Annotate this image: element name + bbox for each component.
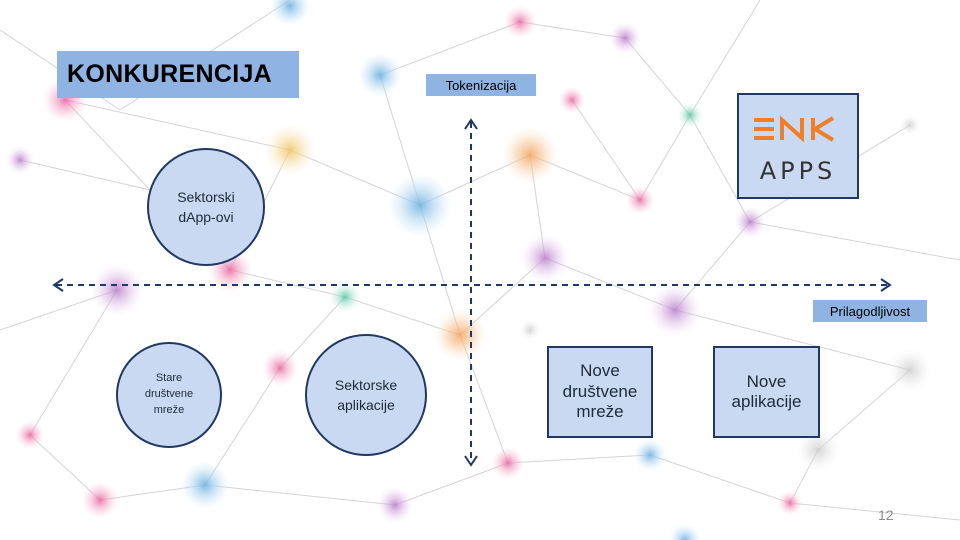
vertical-axis-arrow-up bbox=[464, 118, 478, 130]
nove-aplikacije-box: Nove aplikacije bbox=[713, 346, 820, 438]
nove-mreze-box: Nove društvene mreže bbox=[547, 346, 653, 438]
item-text-line: dApp-ovi bbox=[178, 209, 234, 225]
sektorski-dapp-circle: Sektorski dApp-ovi bbox=[147, 148, 265, 266]
horizontal-axis-arrow-right bbox=[880, 278, 892, 292]
horizontal-axis-arrow-left bbox=[52, 278, 64, 292]
stare-mreze-circle: Stare društvene mreže bbox=[116, 342, 222, 448]
slide-title: KONKURENCIJA bbox=[67, 60, 273, 88]
logo-bottom-text: APPS bbox=[759, 157, 837, 185]
sektorske-aplikacije-circle: Sektorske aplikacije bbox=[305, 334, 427, 456]
item-text-line: Nove bbox=[580, 361, 620, 381]
vertical-axis-label: Tokenizacija bbox=[426, 74, 536, 96]
vertical-axis-arrow-down bbox=[464, 455, 478, 467]
item-text-line: Sektorski bbox=[177, 188, 235, 205]
page-number: 12 bbox=[878, 507, 894, 523]
item-text-line: aplikacije bbox=[731, 392, 802, 411]
horizontal-axis-label: Prilagodljivost bbox=[813, 300, 927, 322]
item-text-line: aplikacije bbox=[337, 397, 395, 413]
title-banner: KONKURENCIJA bbox=[57, 51, 299, 98]
enk-logo-mark bbox=[754, 115, 835, 143]
item-text-line: Nove bbox=[746, 371, 787, 391]
item-text-line: društvene bbox=[562, 381, 638, 401]
item-text-line: Stare bbox=[155, 372, 183, 385]
item-text-line: društvene bbox=[144, 388, 194, 401]
enk-apps-logo: APPS bbox=[737, 93, 859, 199]
item-text-line: mreže bbox=[153, 403, 185, 416]
item-text-line: Sektorske bbox=[334, 376, 398, 393]
item-text-line: mreže bbox=[576, 402, 624, 422]
